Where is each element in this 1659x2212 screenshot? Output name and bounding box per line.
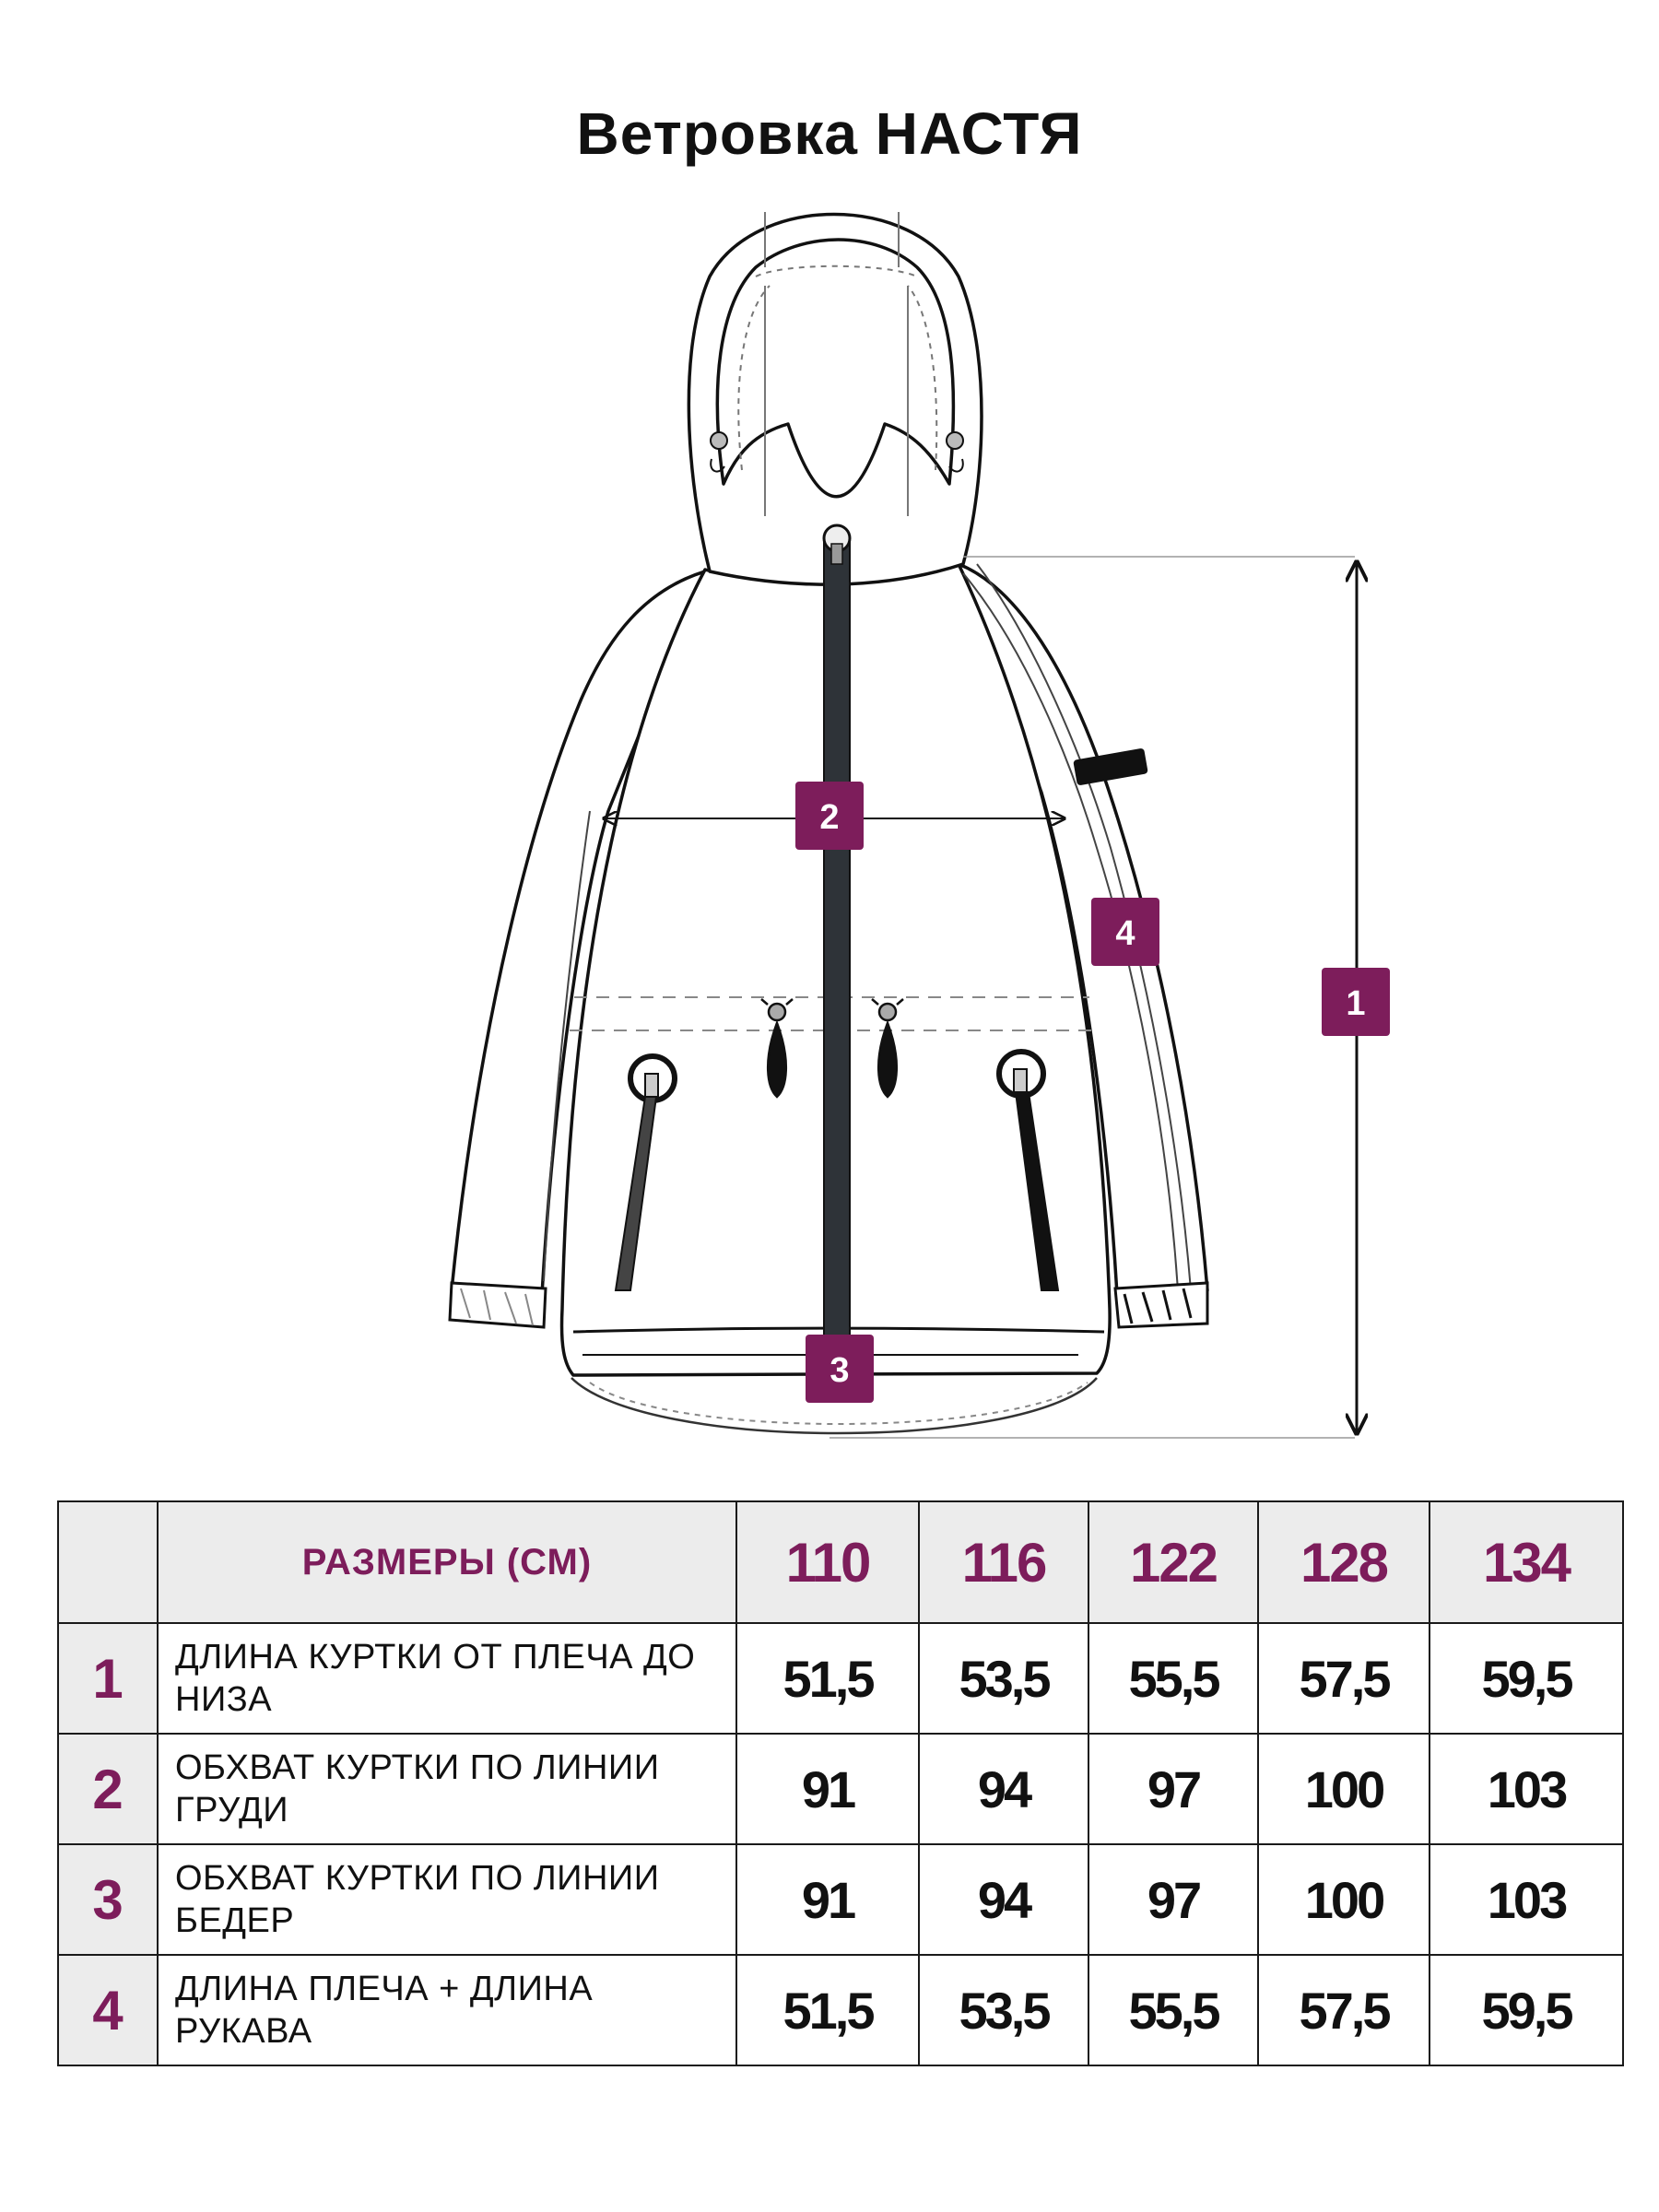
table-row: 3 ОБХВАТ КУРТКИ ПО ЛИНИИ БЕДЕР 91 94 97 … — [57, 1843, 1624, 1956]
row-value: 57,5 — [1257, 1954, 1430, 2066]
table-row: 2 ОБХВАТ КУРТКИ ПО ЛИНИИ ГРУДИ 91 94 97 … — [57, 1733, 1624, 1845]
waist-drawcord — [570, 996, 1095, 1031]
right-sleeve — [957, 562, 1209, 1297]
row-value: 53,5 — [918, 1622, 1089, 1735]
row-value: 97 — [1088, 1843, 1259, 1956]
jacket-technical-drawing: 1 2 3 4 — [448, 212, 1390, 1439]
sleeve-badge — [1073, 748, 1148, 785]
row-value: 103 — [1429, 1733, 1624, 1845]
row-value: 91 — [735, 1733, 920, 1845]
header-corner-cell — [57, 1500, 159, 1624]
sleeve-seams — [543, 563, 1192, 1291]
row-label: ОБХВАТ КУРТКИ ПО ЛИНИИ ГРУДИ — [157, 1733, 737, 1845]
marker-2: 2 — [795, 782, 864, 850]
right-cuff — [1113, 1281, 1209, 1329]
row-number: 4 — [57, 1954, 159, 2066]
header-sizes-label: РАЗМЕРЫ (СМ) — [157, 1500, 737, 1624]
row-value: 91 — [735, 1843, 920, 1956]
size-110: 110 — [735, 1500, 920, 1624]
size-122: 122 — [1088, 1500, 1259, 1624]
size-116: 116 — [918, 1500, 1089, 1624]
size-134: 134 — [1429, 1500, 1624, 1624]
marker-1: 1 — [1322, 968, 1390, 1036]
center-zipper — [822, 524, 852, 1337]
table-row: 1 ДЛИНА КУРТКИ ОТ ПЛЕЧА ДО НИЗА 51,5 53,… — [57, 1622, 1624, 1735]
table-header-row: РАЗМЕРЫ (СМ) 110 116 122 128 134 — [57, 1500, 1624, 1624]
row-value: 100 — [1257, 1843, 1430, 1956]
row-number: 3 — [57, 1843, 159, 1956]
length-measure — [830, 556, 1355, 1439]
row-value: 51,5 — [735, 1954, 920, 2066]
row-label: ОБХВАТ КУРТКИ ПО ЛИНИИ БЕДЕР — [157, 1843, 737, 1956]
page-title: Ветровка НАСТЯ — [576, 100, 1083, 167]
marker-2-label: 2 — [819, 798, 839, 837]
row-value: 97 — [1088, 1733, 1259, 1845]
row-value: 55,5 — [1088, 1954, 1259, 2066]
size-128: 128 — [1257, 1500, 1430, 1624]
row-number: 2 — [57, 1733, 159, 1845]
row-value: 94 — [918, 1843, 1089, 1956]
row-value: 103 — [1429, 1843, 1624, 1956]
marker-1-label: 1 — [1346, 984, 1365, 1023]
row-value: 53,5 — [918, 1954, 1089, 2066]
drawcord-toggles — [760, 998, 904, 1099]
row-value: 51,5 — [735, 1622, 920, 1735]
table-row: 4 ДЛИНА ПЛЕЧА + ДЛИНА РУКАВА 51,5 53,5 5… — [57, 1954, 1624, 2066]
left-cuff — [448, 1281, 547, 1329]
marker-4: 4 — [1091, 898, 1159, 966]
row-value: 100 — [1257, 1733, 1430, 1845]
row-value: 94 — [918, 1733, 1089, 1845]
row-value: 55,5 — [1088, 1622, 1259, 1735]
left-sleeve — [450, 570, 707, 1297]
pocket-zippers — [614, 1049, 1060, 1291]
size-table: РАЗМЕРЫ (СМ) 110 116 122 128 134 1 ДЛИНА… — [57, 1500, 1624, 2066]
marker-3-label: 3 — [830, 1351, 849, 1390]
hood-eyelets — [710, 431, 964, 473]
marker-3: 3 — [806, 1335, 874, 1403]
row-value: 57,5 — [1257, 1622, 1430, 1735]
hood-seams — [737, 212, 938, 516]
marker-4-label: 4 — [1115, 914, 1135, 953]
row-label: ДЛИНА ПЛЕЧА + ДЛИНА РУКАВА — [157, 1954, 737, 2066]
hood-inner — [715, 238, 956, 499]
row-label: ДЛИНА КУРТКИ ОТ ПЛЕЧА ДО НИЗА — [157, 1622, 737, 1735]
row-value: 59,5 — [1429, 1622, 1624, 1735]
row-value: 59,5 — [1429, 1954, 1624, 2066]
row-number: 1 — [57, 1622, 159, 1735]
